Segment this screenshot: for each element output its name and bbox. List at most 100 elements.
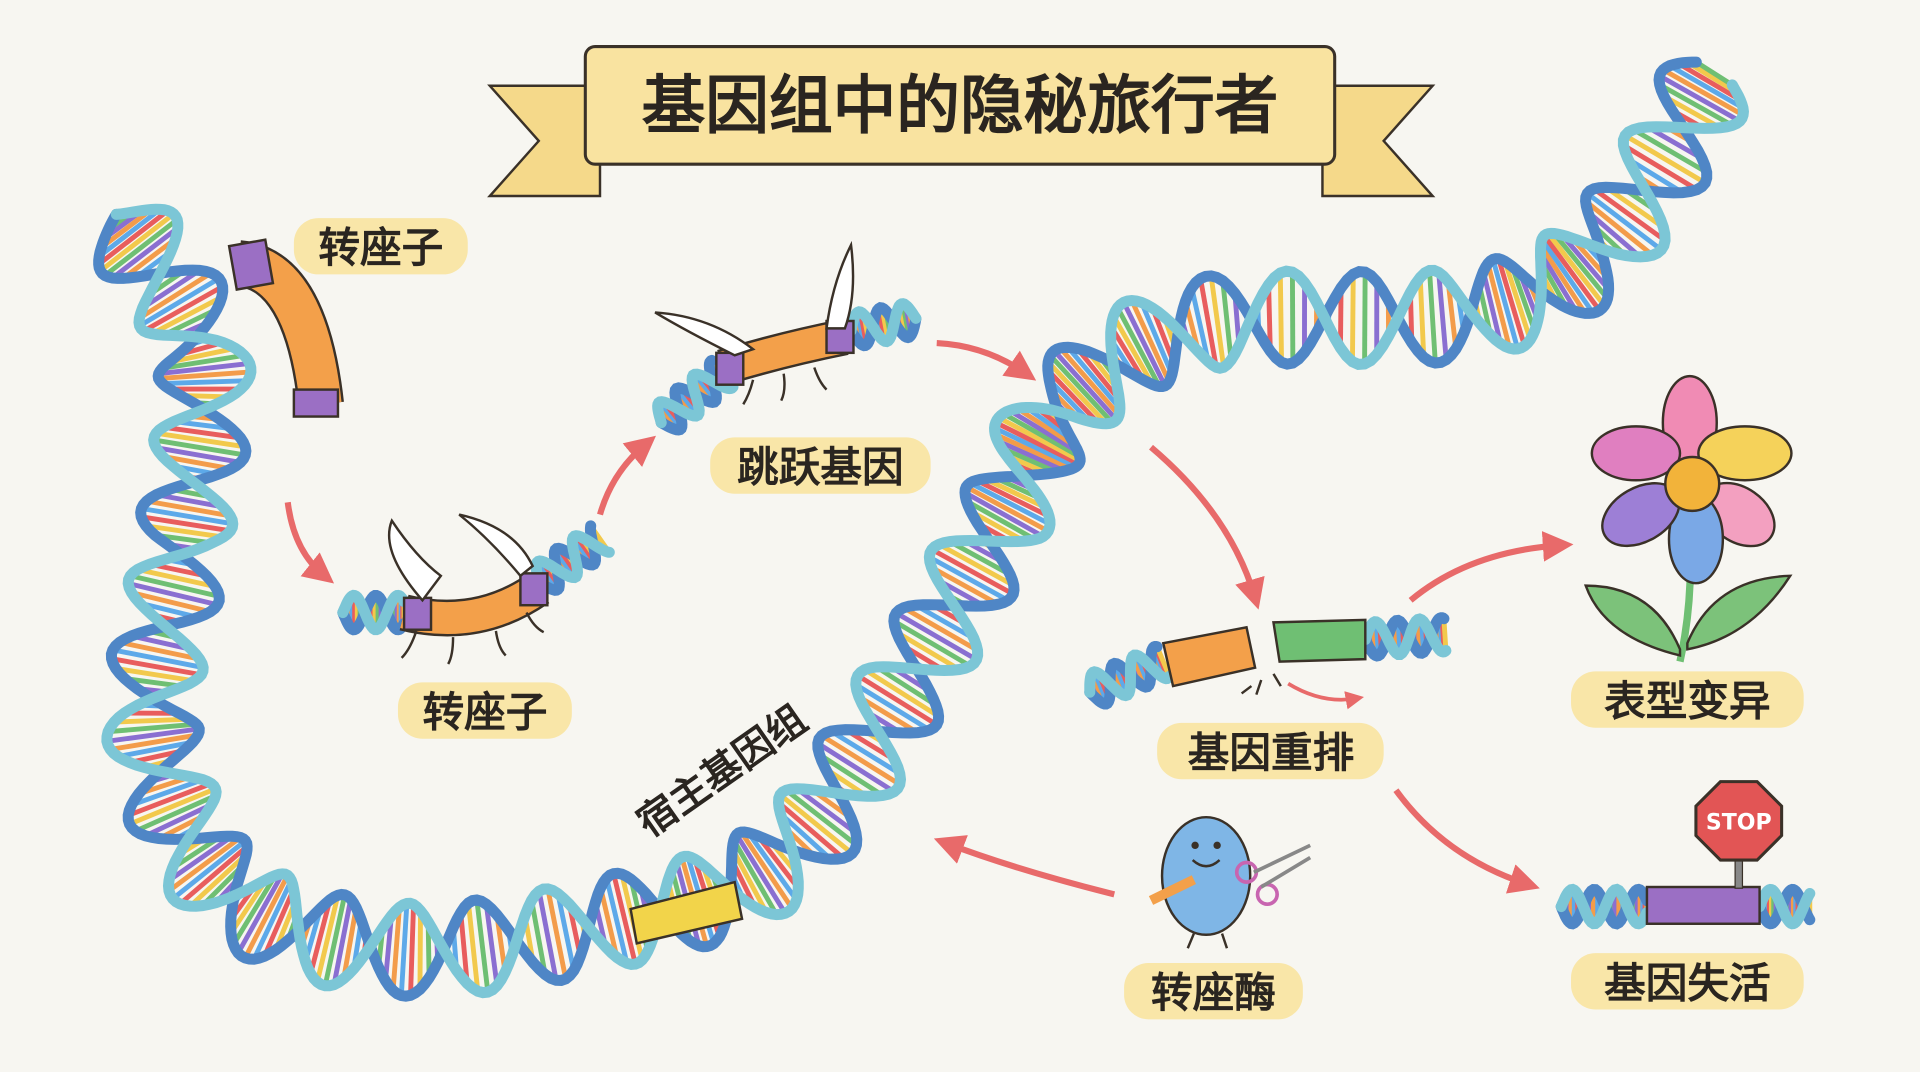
base-pair-rung bbox=[144, 802, 213, 839]
stop-sign-text: STOP bbox=[1706, 810, 1772, 835]
base-pair-rung bbox=[1560, 233, 1611, 292]
svg-text:跳跃基因: 跳跃基因 bbox=[737, 442, 903, 491]
base-pair-rung bbox=[965, 498, 1037, 542]
svg-text:表型变异: 表型变异 bbox=[1604, 676, 1770, 725]
base-pair-rung bbox=[1604, 185, 1665, 230]
base-pair-rung bbox=[996, 438, 1067, 474]
base-pair-rung bbox=[474, 899, 491, 993]
base-pair-rung bbox=[134, 793, 217, 834]
base-pair-rung bbox=[127, 581, 219, 608]
dna-strand bbox=[101, 79, 1749, 999]
base-pair-rung bbox=[1662, 94, 1722, 130]
flower-icon bbox=[1583, 374, 1793, 663]
svg-text:转座子: 转座子 bbox=[318, 223, 443, 272]
host-genome-helix bbox=[93, 56, 1749, 1002]
base-pair-rung bbox=[1481, 270, 1503, 345]
base-pair-rung bbox=[417, 910, 423, 990]
base-pair-rung bbox=[171, 838, 247, 901]
base-pair-rung bbox=[1658, 82, 1734, 128]
base-pair-rung bbox=[158, 360, 250, 377]
base-pair-rung bbox=[784, 788, 858, 847]
base-pair-rung bbox=[103, 217, 179, 278]
base-pair-rung bbox=[739, 830, 795, 910]
base-pair-rung bbox=[1539, 238, 1596, 315]
base-pair-rung bbox=[1048, 353, 1115, 425]
base-pair-rung bbox=[1066, 345, 1122, 411]
base-pair-rung bbox=[854, 682, 932, 733]
base-pair-rung bbox=[231, 874, 278, 946]
base-pair-rung bbox=[1115, 306, 1162, 388]
base-pair-rung bbox=[141, 268, 201, 310]
base-pair-rung bbox=[778, 811, 833, 862]
dna-strand bbox=[845, 298, 922, 348]
label-gene-inactivation: 基因失活 bbox=[1571, 953, 1804, 1010]
base-pair-rung bbox=[130, 590, 211, 615]
dna-strand bbox=[337, 589, 410, 636]
base-pair-rung bbox=[863, 667, 940, 719]
scissors-icon bbox=[1234, 843, 1312, 906]
base-pair-rung bbox=[117, 739, 194, 759]
base-pair-rung bbox=[1417, 277, 1427, 358]
dna-strand bbox=[1084, 649, 1176, 702]
base-pair-rung bbox=[555, 893, 577, 972]
base-pair-rung bbox=[140, 514, 231, 534]
base-pair-rung bbox=[856, 673, 939, 727]
base-pair-rung bbox=[1552, 231, 1610, 301]
base-pair-rung bbox=[308, 899, 333, 975]
base-pair-rung bbox=[155, 445, 241, 465]
dna-strand bbox=[1359, 613, 1452, 660]
arrow-to-inactivation bbox=[1393, 788, 1540, 894]
base-pair-rung bbox=[1046, 368, 1101, 425]
base-pair-rung bbox=[383, 915, 394, 981]
base-pair-rung bbox=[1350, 274, 1356, 362]
process-arrows bbox=[284, 339, 1574, 898]
base-pair-rung bbox=[408, 904, 417, 996]
label-gene-rearrangement: 基因重排 bbox=[1157, 722, 1384, 780]
base-pair-rung bbox=[114, 716, 190, 725]
base-pair-rung bbox=[145, 523, 224, 540]
base-pair-rung bbox=[483, 903, 500, 986]
base-pair-rung bbox=[162, 424, 241, 441]
base-pair-rung bbox=[162, 454, 232, 472]
base-pair-rung bbox=[1632, 127, 1708, 175]
base-pair-rung bbox=[138, 270, 213, 321]
base-pair-rung bbox=[930, 547, 1015, 597]
base-pair-rung bbox=[1658, 73, 1742, 124]
base-pair-rung bbox=[322, 894, 348, 987]
base-pair-rung bbox=[1189, 287, 1211, 363]
base-pair-rung bbox=[529, 899, 548, 975]
base-pair-rung bbox=[1015, 406, 1077, 449]
base-pair-rung bbox=[111, 226, 180, 280]
base-pair-rung bbox=[536, 890, 559, 981]
base-pair-rung bbox=[755, 834, 801, 890]
dna-strand bbox=[530, 530, 615, 588]
base-pair-rung bbox=[1584, 199, 1655, 258]
inactivated-gene-bar bbox=[1645, 885, 1761, 925]
base-pair-rung bbox=[914, 603, 975, 641]
base-pair-rung bbox=[818, 752, 885, 798]
arrow-to-insertion bbox=[936, 339, 1037, 381]
base-pair-rung bbox=[119, 639, 201, 662]
inserted-transposon-segment bbox=[629, 880, 744, 945]
base-pair-rung bbox=[1002, 411, 1082, 459]
base-pair-rung bbox=[1538, 243, 1588, 315]
base-pair-rung bbox=[1623, 133, 1707, 186]
base-pair-rung bbox=[894, 610, 978, 662]
base-pair-rung bbox=[341, 907, 359, 980]
base-pair-rung bbox=[1485, 262, 1512, 349]
dna-strand bbox=[1084, 640, 1163, 710]
flying-transposon-1 bbox=[387, 513, 550, 665]
base-pair-rung bbox=[1496, 258, 1527, 347]
base-pair-rung bbox=[1111, 314, 1155, 386]
base-pair-rung bbox=[1626, 156, 1684, 195]
base-pair-rung bbox=[975, 478, 1051, 519]
base-pair-rung bbox=[1129, 299, 1172, 383]
base-pair-rung bbox=[398, 903, 410, 996]
base-pair-rung bbox=[1694, 60, 1734, 87]
base-pair-rung bbox=[829, 729, 902, 776]
base-pair-rung bbox=[1139, 301, 1175, 376]
base-pair-rung bbox=[1052, 349, 1119, 422]
base-pair-rung bbox=[874, 664, 938, 708]
base-pair-rung bbox=[1542, 234, 1602, 312]
